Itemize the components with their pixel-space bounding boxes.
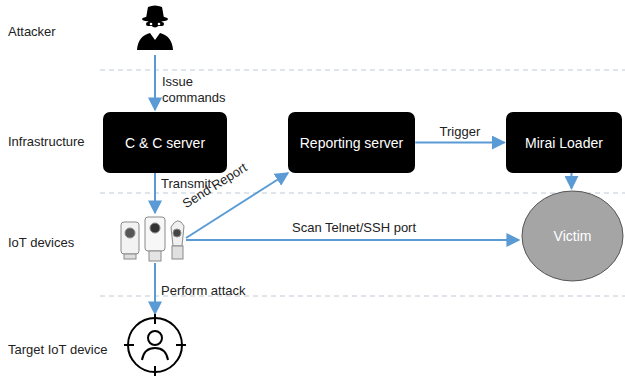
lane-label: IoT devices xyxy=(8,235,74,251)
node-text: Reporting server xyxy=(294,135,410,151)
server-box: Reporting server xyxy=(288,112,416,173)
attacker-icon xyxy=(137,6,173,51)
lane-label: Target IoT device xyxy=(8,342,107,358)
layout-arrows xyxy=(155,55,519,314)
flow-arrow xyxy=(415,142,504,144)
lane-separators xyxy=(100,70,625,296)
node-text: C & C server xyxy=(119,135,211,151)
lane-label: Infrastructure xyxy=(8,134,85,150)
flow-arrow xyxy=(571,173,573,189)
arrow-label: Issue commands xyxy=(162,74,232,105)
iot-cameras xyxy=(121,217,184,261)
loader-box: Mirai Loader xyxy=(506,112,622,173)
victim-ellipse: Victim xyxy=(521,190,624,282)
arrow-label: Perform attack xyxy=(161,283,246,299)
server-box: C & C server xyxy=(103,112,227,173)
lane-label: Attacker xyxy=(8,24,56,40)
arrow-label: Scan Telnet/SSH port xyxy=(292,220,416,236)
target-icon xyxy=(124,314,186,376)
node-text: Victim xyxy=(548,228,598,244)
node-text: Mirai Loader xyxy=(519,135,609,151)
attacker-eyes xyxy=(150,23,161,26)
edge-label: Trigger xyxy=(438,124,483,139)
